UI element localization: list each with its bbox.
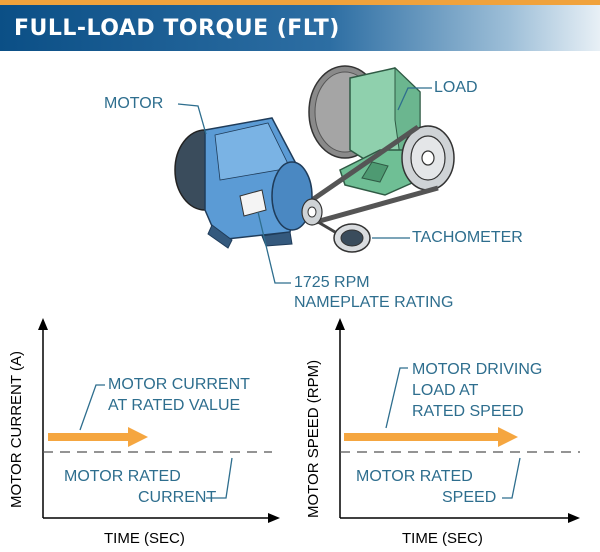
rated-current-label-line1: MOTOR RATED [64, 468, 181, 485]
rated-current-leader [206, 457, 233, 499]
motor-label: MOTOR [104, 95, 164, 112]
current-x-axis-label: TIME (SEC) [104, 530, 185, 547]
current-graph [38, 318, 280, 523]
rated-speed-label-line2: SPEED [442, 489, 497, 506]
rating-label-line2: NAMEPLATE RATING [294, 294, 454, 311]
load-label: LOAD [434, 79, 478, 96]
rated-speed-leader [502, 457, 521, 499]
speed-x-axis-label: TIME (SEC) [402, 530, 483, 547]
current-arrow-label-line2: AT RATED VALUE [108, 397, 241, 414]
page-title: FULL-LOAD TORQUE (FLT) [14, 16, 340, 41]
motor-body [174, 117, 323, 249]
load-leader [397, 87, 432, 111]
rated-speed-label-line1: MOTOR RATED [356, 468, 473, 485]
speed-y-axis-label: MOTOR SPEED (RPM) [305, 359, 322, 518]
accent-bar [0, 0, 600, 5]
speed-arrow-leader [385, 367, 408, 429]
current-arrow-leader [79, 384, 105, 431]
drive-belt [310, 124, 439, 225]
rating-leader [257, 211, 291, 284]
speed-arrow-head [498, 427, 518, 447]
current-arrow-label-line1: MOTOR CURRENT [108, 376, 250, 393]
title-banner: FULL-LOAD TORQUE (FLT) [0, 5, 600, 51]
current-y-axis-label: MOTOR CURRENT (A) [8, 351, 25, 508]
speed-graph [335, 318, 580, 523]
motor-leader [177, 103, 207, 135]
tachometer-label: TACHOMETER [412, 229, 523, 246]
speed-arrow-label-line3: RATED SPEED [412, 403, 524, 420]
speed-arrow-label-line1: MOTOR DRIVING [412, 361, 543, 378]
tachometer-device [317, 220, 371, 253]
current-arrow-head [128, 427, 148, 447]
callout-leaders [177, 87, 432, 284]
rated-current-label-line2: CURRENT [138, 489, 217, 506]
load-pulley [401, 125, 455, 191]
rating-label-line1: 1725 RPM [294, 274, 370, 291]
speed-arrow-label-line2: LOAD AT [412, 382, 479, 399]
